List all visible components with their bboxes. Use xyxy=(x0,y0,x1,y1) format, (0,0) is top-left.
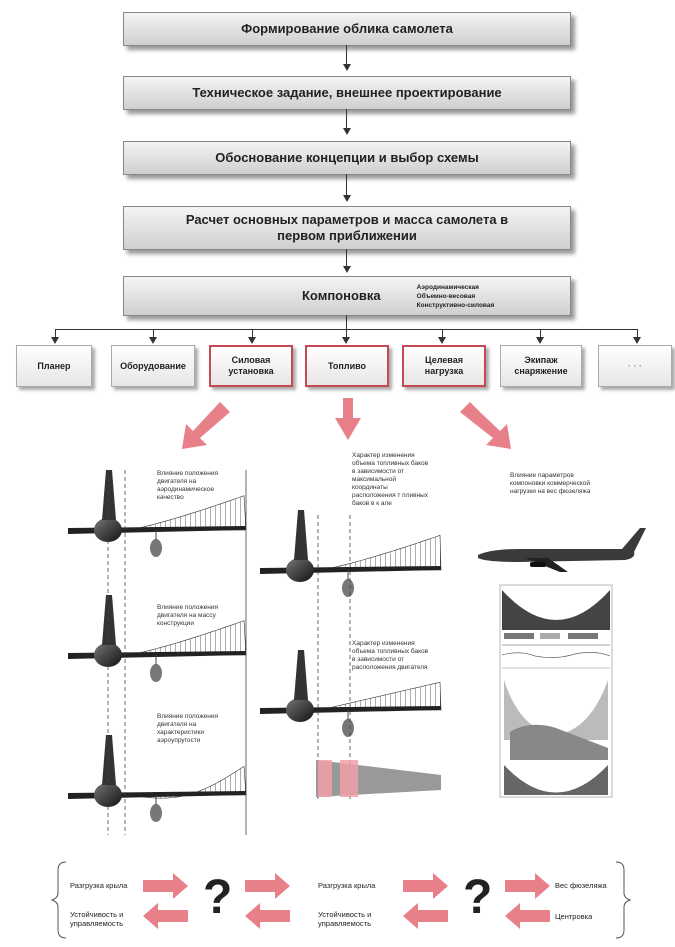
arrow-down-icon xyxy=(343,195,351,202)
subsystem-label: Экипаж снаряжение xyxy=(514,355,568,376)
layout-type-structural: Конструктивно-силовая xyxy=(416,301,495,309)
connector xyxy=(346,329,347,340)
flow-box-tech-task-label: Техническое задание, внешнее проектирова… xyxy=(192,85,502,100)
question-mark-1: ? xyxy=(203,871,233,924)
subsystem-label: Силовая установка xyxy=(228,355,274,376)
flow-box-layout-label: Компоновка xyxy=(302,288,381,303)
airliner-icon xyxy=(478,528,646,572)
flow-box-concept-label: Обоснование концепции и выбор схемы xyxy=(215,150,479,165)
label-stability-2: Устойчивость и управляемость xyxy=(318,910,372,928)
note-engine-aero: Влияние положения двигателя на аэродинам… xyxy=(157,470,219,501)
label-wing-unload-2: Разгрузка крыла xyxy=(318,881,376,890)
connector xyxy=(346,249,347,269)
note-engine-aeroelastic: Влияние положения двигателя на характери… xyxy=(157,713,219,744)
subsystem-label: Целевая нагрузка xyxy=(424,355,464,376)
arrow-down-icon xyxy=(149,337,157,344)
subsystem-powerplant: Силовая установка xyxy=(209,345,293,387)
pink-arrow-down-icon xyxy=(335,398,361,440)
connector xyxy=(442,329,443,340)
layout-types: Аэродинамическая Объемно-весовая Констру… xyxy=(417,283,495,310)
connector xyxy=(540,329,541,340)
arrow-down-icon xyxy=(343,128,351,135)
pink-arrow-right-icon xyxy=(460,402,511,449)
bottom-arrows xyxy=(143,873,550,929)
note-payload-fuselage: Влияние параметров компоновки коммерческ… xyxy=(510,472,591,495)
note-fuel-coordinate: Характер изменения объема топливных бако… xyxy=(352,452,429,507)
flow-box-tech-task: Техническое задание, внешнее проектирова… xyxy=(123,76,571,110)
arrow-down-icon xyxy=(342,337,350,344)
connector xyxy=(55,329,56,340)
subsystem-label: Топливо xyxy=(327,360,367,371)
connector xyxy=(637,329,638,340)
subsystem-equipment: Оборудование xyxy=(111,345,195,387)
subsystem-more: · · · xyxy=(598,345,672,387)
arrow-down-icon xyxy=(51,337,59,344)
label-cg: Центровка xyxy=(555,912,593,921)
subsystem-airframe: Планер xyxy=(16,345,92,387)
subsystem-label: Оборудование xyxy=(120,360,186,371)
note-engine-mass: Влияние положения двигателя на массу кон… xyxy=(157,604,219,627)
layout-type-volume: Объемно-весовая xyxy=(416,292,476,300)
plane-diagram-mid-1 xyxy=(260,510,442,597)
flow-box-formation: Формирование облика самолета xyxy=(123,12,571,46)
subsystem-payload: Целевая нагрузка xyxy=(402,345,486,387)
arrow-down-icon xyxy=(248,337,256,344)
flow-box-concept: Обоснование концепции и выбор схемы xyxy=(123,141,571,175)
label-fuselage-weight: Вес фюзеляжа xyxy=(555,881,607,890)
subsystem-label: · · · xyxy=(628,360,642,371)
layout-type-aero: Аэродинамическая xyxy=(416,283,479,291)
arrow-down-icon xyxy=(438,337,446,344)
connector xyxy=(346,315,347,329)
subsystem-label: Планер xyxy=(37,360,71,371)
plane-diagram-left-3 xyxy=(68,735,247,822)
payload-charts xyxy=(499,584,613,798)
connector xyxy=(252,329,253,340)
connector xyxy=(346,109,347,131)
arrow-down-icon xyxy=(343,64,351,71)
note-fuel-engine: Характер изменения объема топливных бако… xyxy=(352,640,429,671)
connector xyxy=(346,45,347,67)
flow-box-formation-label: Формирование облика самолета xyxy=(241,21,453,36)
fuel-tank-chart xyxy=(316,760,441,797)
arrow-down-icon xyxy=(633,337,641,344)
subsystem-crew: Экипаж снаряжение xyxy=(500,345,582,387)
subsystem-fuel: Топливо xyxy=(305,345,389,387)
plane-diagram-left-1 xyxy=(68,470,247,557)
flow-box-parameters: Расчет основных параметров и масса самол… xyxy=(123,206,571,250)
label-wing-unload-1: Разгрузка крыла xyxy=(70,881,128,890)
flow-box-parameters-line1: Расчет основных параметров и масса самол… xyxy=(185,212,509,227)
label-stability-1: Устойчивость и управляемость xyxy=(70,910,124,928)
question-mark-2: ? xyxy=(463,871,493,924)
pink-arrow-left-icon xyxy=(182,402,230,449)
connector xyxy=(346,174,347,198)
connector xyxy=(153,329,154,340)
flow-box-layout: Компоновка Аэродинамическая Объемно-весо… xyxy=(123,276,571,316)
bottom-brace xyxy=(50,861,632,939)
plane-diagram-mid-2 xyxy=(260,650,442,737)
arrow-down-icon xyxy=(536,337,544,344)
flow-box-parameters-line2: первом приближении xyxy=(277,228,417,243)
arrow-down-icon xyxy=(343,266,351,273)
